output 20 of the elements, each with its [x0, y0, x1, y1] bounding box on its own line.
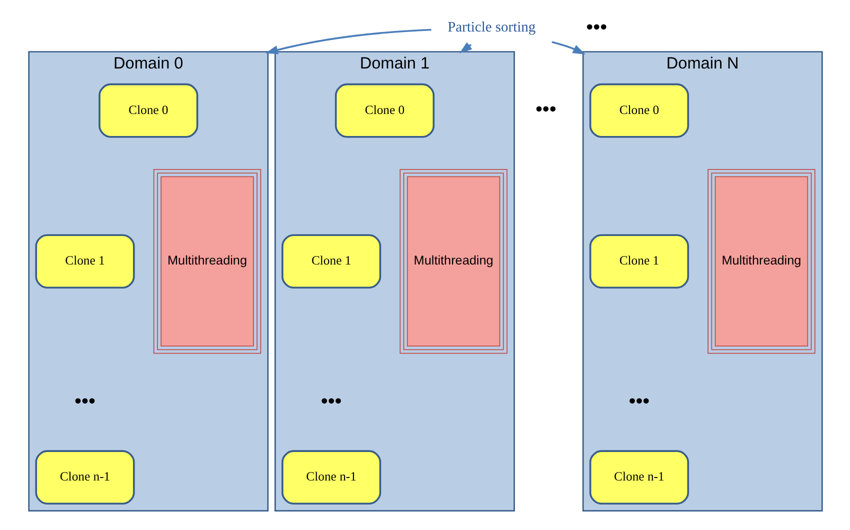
node-box: Clone 0 [98, 83, 198, 138]
node-text: Particle sorting [447, 20, 536, 36]
node-box: Clone 0 [334, 83, 434, 138]
arrow [264, 28, 431, 54]
label: ••• [320, 390, 342, 412]
label: ••• [534, 98, 556, 121]
arrow [551, 41, 586, 55]
node-box: Multithreading [707, 169, 815, 354]
node-box: Clone n-1 [281, 450, 381, 505]
label: ••• [628, 390, 650, 412]
label: ••• [586, 16, 607, 38]
node-box: Clone 1 [588, 234, 689, 289]
node-box: Clone n-1 [588, 450, 689, 505]
node-box: Clone n-1 [34, 450, 134, 505]
node-box: Clone 0 [588, 83, 689, 138]
node-box: Multithreading [152, 169, 261, 354]
node-box: Clone 1 [34, 234, 134, 289]
node-box: Multithreading [399, 169, 507, 354]
node-box: Clone 1 [281, 234, 381, 289]
label: ••• [74, 390, 95, 412]
